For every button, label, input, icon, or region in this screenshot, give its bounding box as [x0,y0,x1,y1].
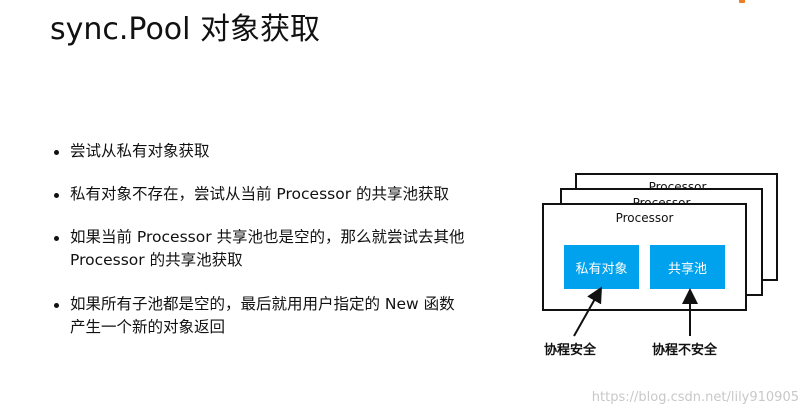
caption-goroutine-safe: 协程安全 [544,343,597,358]
bullet-item: 私有对象不存在，尝试从当前 Processor 的共享池获取 [52,183,522,206]
shared-pool-box: 共享池 [650,245,725,289]
bullet-line: 产生一个新的对象返回 [70,318,226,336]
private-object-box: 私有对象 [564,245,639,289]
caption-goroutine-unsafe: 协程不安全 [652,343,718,358]
bullet-line: 如果所有子池都是空的，最后就用用户指定的 New 函数 [70,295,455,313]
slide-title: sync.Pool 对象获取 [50,12,321,47]
bullet-list: 尝试从私有对象获取 私有对象不存在，尝试从当前 Processor 的共享池获取… [52,140,522,339]
watermark-text: https://blog.csdn.net/lily910905 [591,390,799,405]
bullet-line: Processor 的共享池获取 [70,251,243,269]
bullet-item: 如果当前 Processor 共享池也是空的，那么就尝试去其他 Processo… [52,226,522,272]
bullet-item: 尝试从私有对象获取 [52,140,522,163]
bullet-line: 尝试从私有对象获取 [70,142,210,160]
accent-mark [739,0,745,3]
bullet-line: 私有对象不存在，尝试从当前 Processor 的共享池获取 [70,185,450,203]
bullet-line: 如果当前 Processor 共享池也是空的，那么就尝试去其他 [70,228,465,246]
processor-label: Processor [615,211,674,225]
processor-box-front: Processor 私有对象 共享池 [542,203,747,311]
bullet-item: 如果所有子池都是空的，最后就用用户指定的 New 函数 产生一个新的对象返回 [52,293,522,339]
